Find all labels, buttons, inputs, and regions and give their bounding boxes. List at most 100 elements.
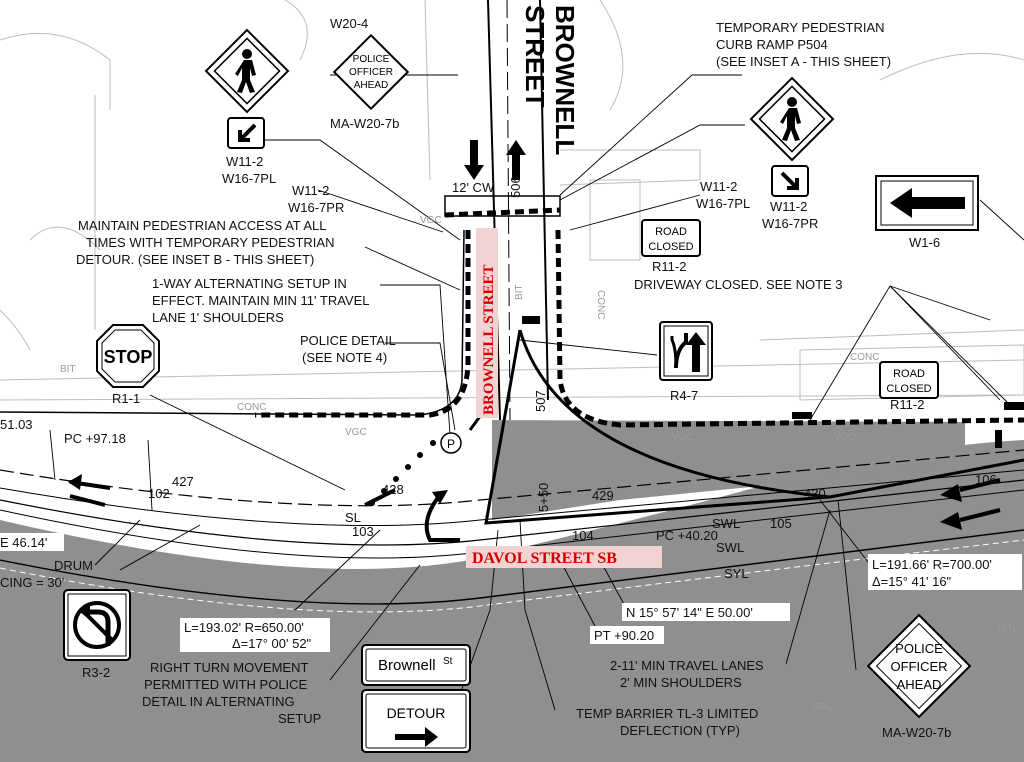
w11-pr-line-2: W16-7PR: [288, 200, 344, 215]
r3-2-code: R3-2: [82, 665, 110, 680]
callout-temp-barrier: TEMP BARRIER TL-3 LIMITED DEFLECTION (TY…: [572, 702, 778, 740]
leader-lines: [49, 74, 1024, 711]
ped-right-code2: W16-7PR: [762, 216, 818, 231]
drum-line-2: CING = 30': [0, 575, 64, 590]
detour-sign: DETOUR: [361, 689, 471, 753]
ped-right-code1: W11-2: [770, 199, 807, 214]
bearing-text: N 15° 57' 14" E 50.00': [626, 605, 753, 620]
brownell-guide-sign: Brownell St: [361, 644, 471, 686]
sta-106: 106: [975, 472, 997, 487]
stop-code: R1-1: [112, 391, 140, 406]
rc1-code: R11-2: [652, 259, 686, 274]
callout-drum: DRUM CING = 30': [0, 558, 93, 590]
arrow-plaque-left: [227, 117, 265, 149]
sta-51-label: 51.03: [0, 417, 33, 432]
police-bot-code: MA-W20-7b: [882, 725, 951, 740]
callout-w11-pr-left: W11-2 W16-7PR: [288, 183, 344, 215]
crosswalk-width-label: 12' CW: [452, 180, 495, 195]
w1-6-code: W1-6: [909, 235, 940, 250]
rc2-l2: CLOSED: [886, 383, 931, 395]
swl-label-1: SWL: [712, 516, 740, 531]
right-turn-line-4: SETUP: [278, 711, 321, 726]
temp-barrier-line-2: DEFLECTION (TYP): [620, 723, 740, 738]
sta-507: 507: [533, 390, 548, 412]
grl-1: GRL: [812, 702, 833, 713]
ped-access-line-2: TIMES WITH TEMPORARY PEDESTRIAN: [86, 235, 334, 250]
bit-1: BIT: [60, 364, 76, 375]
pt-box: PT +90.20: [590, 626, 664, 644]
right-turn-line-1: RIGHT TURN MOVEMENT: [150, 660, 308, 675]
brownell-label-top: BROWNELL: [550, 5, 580, 155]
arrow-plaque-right: [771, 165, 809, 197]
bearing-box: N 15° 57' 14" E 50.00': [622, 603, 790, 621]
curve-data-left: L=193.02' R=650.00' Δ=17° 00' 52": [180, 618, 330, 652]
surface-labels: VGC VGC VGC VGC CONC CONC CONC BIT BIT M…: [60, 215, 1018, 713]
ped-left-code2: W16-7PL: [222, 171, 276, 186]
vgc-2: VGC: [420, 215, 442, 226]
police-bot-l2: OFFICER: [890, 659, 947, 674]
curve-data-right: L=191.66' R=700.00' Δ=15° 41' 16": [868, 554, 1022, 590]
brownell-guide-suffix: St: [443, 656, 453, 667]
vgc-3: VGC: [672, 432, 694, 443]
vgc-4: VGC: [834, 432, 856, 443]
temp-ramp-line-1: TEMPORARY PEDESTRIAN: [716, 20, 885, 35]
police-ahead-sign-top: POLICE OFFICER AHEAD: [332, 33, 410, 111]
police-top-code: MA-W20-7b: [330, 116, 399, 131]
pedestrian-detour: [255, 207, 1024, 428]
brownell-guide-text: Brownell: [378, 657, 436, 674]
stop-sign: STOP: [96, 324, 160, 388]
police-bot-l3: AHEAD: [897, 677, 942, 692]
w1-6-arrow-sign: [875, 175, 979, 231]
ped-access-line-1: MAINTAIN PEDESTRIAN ACCESS AT ALL: [78, 218, 327, 233]
w11-pl-line-1: W11-2: [700, 179, 737, 194]
sta-506: 506: [508, 176, 523, 198]
drum-taper: [369, 440, 436, 506]
police-p: P: [447, 437, 455, 451]
sl-label: SL: [345, 510, 361, 525]
sta-550: 5+50: [536, 483, 551, 512]
swl-label-2: SWL: [716, 540, 744, 555]
police-top-l3: AHEAD: [354, 80, 388, 91]
w20-4-code: W20-4: [330, 16, 368, 31]
pc-97-label: PC +97.18: [64, 431, 126, 446]
callout-driveway: DRIVEWAY CLOSED. SEE NOTE 3: [634, 277, 843, 292]
w11-pl-line-2: W16-7PL: [696, 196, 750, 211]
police-bot-l1: POLICE: [895, 641, 943, 656]
road-closed-sign-1: ROAD CLOSED: [641, 219, 701, 257]
ped-crossing-sign-right: [749, 76, 835, 162]
police-detail-marker: P: [440, 432, 462, 454]
callout-one-way: 1-WAY ALTERNATING SETUP IN EFFECT. MAINT…: [152, 276, 370, 325]
police-detail-line-1: POLICE DETAIL: [300, 333, 396, 348]
rc1-l2: CLOSED: [648, 241, 693, 253]
davol-red-label-bg: [466, 546, 662, 568]
one-way-line-3: LANE 1' SHOULDERS: [152, 310, 284, 325]
ped-access-line-3: DETOUR. (SEE INSET B - THIS SHEET): [76, 252, 314, 267]
lane-lines: [0, 449, 1024, 613]
one-way-line-1: 1-WAY ALTERNATING SETUP IN: [152, 276, 347, 291]
bit-2: BIT: [514, 284, 525, 300]
police-detail-line-2: (SEE NOTE 4): [302, 350, 387, 365]
crosswalk: [444, 195, 561, 217]
stop-text: STOP: [104, 347, 153, 367]
sta-46-bg: [0, 533, 64, 551]
davol-street-red-label: DAVOL STREET SB: [472, 550, 617, 567]
one-way-line-2: EFFECT. MAINTAIN MIN 11' TRAVEL: [152, 293, 370, 308]
curve-left-line-1: L=193.02' R=650.00': [184, 620, 304, 635]
travel-lanes-line-1: 2-11' MIN TRAVEL LANES: [610, 658, 764, 673]
r4-7-keep-right-sign: [659, 321, 713, 381]
sta-429: 429: [592, 488, 614, 503]
sta-103: 103: [352, 524, 374, 539]
sta-428: 428: [382, 482, 404, 497]
rc2-code: R11-2: [890, 397, 924, 412]
conc-1: CONC: [237, 402, 266, 413]
rc1-l1: ROAD: [655, 226, 687, 238]
rc2-l1: ROAD: [893, 368, 925, 380]
w11-pr-line-1: W11-2: [292, 183, 329, 198]
curve-right-line-1: L=191.66' R=700.00': [872, 557, 992, 572]
sta-46-label: E 46.14': [0, 535, 47, 550]
temp-barrier-line-1: TEMP BARRIER TL-3 LIMITED: [576, 706, 758, 721]
right-turn-line-2: PERMITTED WITH POLICE: [144, 677, 308, 692]
r4-7-code: R4-7: [670, 388, 698, 403]
street-label-top: STREET: [520, 5, 550, 108]
